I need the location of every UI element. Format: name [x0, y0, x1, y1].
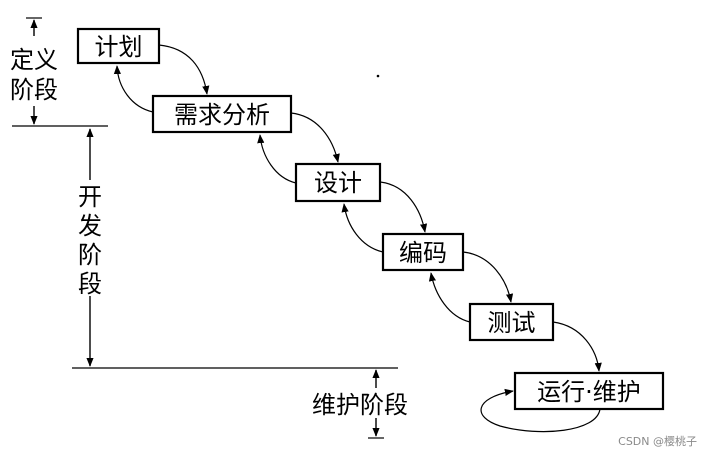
stage-operation-box: 运行·维护: [513, 371, 665, 411]
stage-coding-box: 编码: [381, 232, 465, 272]
watermark: CSDN @樱桃子: [618, 435, 697, 448]
definition-phase-label-line1: 定义: [10, 46, 58, 74]
stage-testing-box: 测试: [468, 302, 555, 342]
arrow-plan-to-requirements: [158, 44, 210, 95]
stage-requirements-label: 需求分析: [174, 101, 270, 129]
development-phase-label-char1: 开: [78, 183, 102, 211]
definition-phase-label-line2: 阶段: [10, 76, 58, 104]
maintenance-phase-label: 维护阶段: [312, 391, 408, 419]
stage-plan-label: 计划: [95, 33, 143, 61]
stage-design-box: 设计: [294, 162, 382, 203]
stage-coding-label: 编码: [399, 239, 447, 267]
stage-operation-label: 运行·维护: [537, 378, 641, 406]
development-phase-label-char4: 段: [78, 270, 102, 298]
arrow-design-back-to-requirements: [257, 134, 297, 184]
arrow-requirements-back-to-plan: [113, 65, 154, 113]
arrow-coding-back-to-design: [341, 203, 384, 253]
stage-requirements-box: 需求分析: [151, 94, 293, 134]
arrow-testing-to-operation: [552, 321, 602, 372]
arrow-operation-self-loop: [480, 388, 601, 433]
arrow-coding-to-testing: [462, 251, 514, 303]
stage-design-label: 设计: [314, 169, 362, 197]
development-phase-label-char2: 发: [78, 212, 102, 240]
stage-testing-label: 测试: [488, 309, 536, 337]
arrow-design-to-coding: [379, 181, 428, 233]
stray-dot: [376, 74, 380, 78]
development-phase-label-char3: 阶: [78, 241, 102, 269]
stage-plan-box: 计划: [76, 27, 161, 65]
arrow-requirements-to-design: [290, 112, 340, 163]
arrow-testing-back-to-coding: [428, 272, 471, 323]
